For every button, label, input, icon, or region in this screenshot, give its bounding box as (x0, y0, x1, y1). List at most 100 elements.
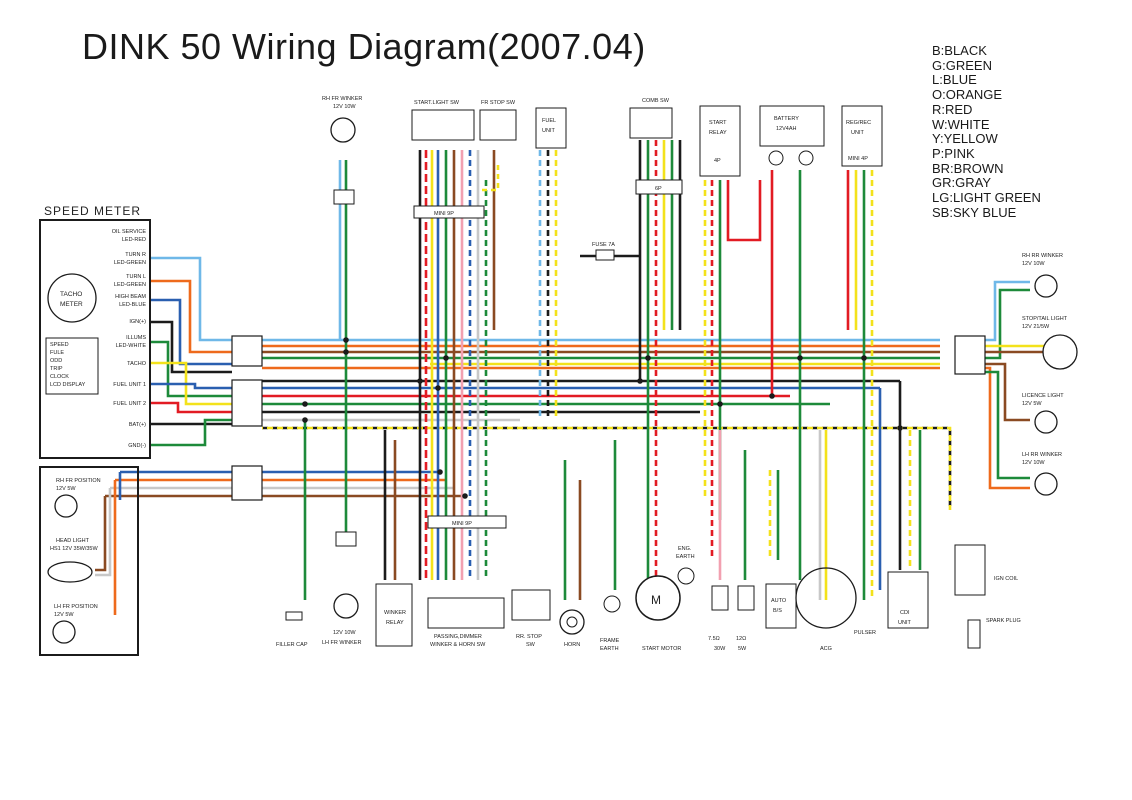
horn-symbol (559, 609, 585, 635)
lh-fr-position-spec: 12V 5W (54, 612, 74, 618)
junction-dot (637, 378, 643, 384)
legend-entry: R:RED (932, 101, 973, 117)
rh-fr-position-bulb (54, 494, 78, 518)
ign-coil-label: IGN COIL (994, 576, 1018, 582)
winker-relay-label-1: WINKER (384, 610, 406, 616)
connector-left-3 (231, 465, 263, 501)
start-light-sw-label: START.LIGHT SW (414, 100, 460, 106)
filler-cap-symbol (285, 611, 303, 621)
cdi-unit-box (887, 571, 929, 629)
auto-bs-label-1: AUTO (771, 598, 787, 604)
front-lights-frame (39, 466, 139, 656)
pin-label: TACHO (127, 361, 147, 367)
legend-entry: SB:SKY BLUE (932, 204, 1017, 220)
fuel-unit-box (535, 107, 567, 149)
pin-label: ILLUMS (126, 335, 146, 341)
rh-fr-position-spec: 12V 5W (56, 486, 76, 492)
rr-stop-label-1: RR. STOP (516, 634, 542, 640)
auto-bs-label-2: B/S (773, 608, 782, 614)
color-legend: B:BLACK G:GREEN L:BLUE O:ORANGE R:RED W:… (932, 43, 1041, 220)
connector-left-1 (231, 335, 263, 367)
legend-entry: B:BLACK (932, 43, 987, 58)
pin-label: IGN(+) (129, 319, 146, 325)
legend-entry: G:GREEN (932, 57, 992, 73)
acg-symbol (795, 567, 857, 629)
junction-dot (302, 401, 308, 407)
lh-fr-winker-plug (335, 531, 357, 547)
resistor-label: 12Ω (736, 636, 746, 642)
speed-meter: SPEED METER TACHO METER SPEED FULE ODD T… (39, 204, 151, 459)
top-components: RH FR WINKER 12V 10W START.LIGHT SW FR S… (322, 96, 883, 529)
wire-fr-stop-dash (482, 165, 500, 192)
display-item: CLOCK (50, 374, 69, 380)
fr-stop-switch (479, 109, 517, 141)
lh-rr-winker-spec: 12V 10W (1022, 460, 1045, 466)
junction-dot (343, 337, 349, 343)
junction-dot (645, 355, 651, 361)
pin-label: LED-GREEN (114, 260, 146, 266)
fuel-unit-label-2: UNIT (542, 128, 555, 134)
pin-label: TURN R (125, 252, 146, 258)
lh-fr-position-bulb (52, 620, 76, 644)
wire-by-ign (150, 320, 232, 374)
start-motor-symbol (635, 575, 681, 621)
resistor-12 (737, 585, 755, 611)
start-relay-label-2: RELAY (709, 130, 727, 136)
tacho-meter-gauge (47, 273, 97, 323)
spark-plug-label: SPARK PLUG (986, 618, 1021, 624)
wire-fuel1 (150, 382, 232, 390)
junction-dot (343, 349, 349, 355)
frame-earth-label-1: FRAME (600, 638, 620, 644)
wire-layer (95, 140, 1045, 615)
head-light-spec: HS1 12V 35W/35W (50, 546, 98, 552)
lh-fr-winker-spec: 12V 10W (333, 630, 356, 636)
left-connectors (231, 335, 986, 501)
wire-head2 (95, 488, 112, 577)
wire-blue-high-beam (150, 298, 232, 366)
legend-entry: P:PINK (932, 145, 975, 161)
junction-dot (861, 355, 867, 361)
lh-rr-winker-label: LH RR WINKER (1022, 452, 1062, 458)
lh-fr-winker-label: LH FR WINKER (322, 640, 361, 646)
rear-lamps: RH RR WINKER 12V 10W STOP/TAIL LIGHT 12V… (1022, 253, 1078, 496)
wire-relay-4 (726, 180, 762, 242)
rh-rr-winker-label: RH RR WINKER (1022, 253, 1063, 259)
display-item: TRIP (50, 366, 63, 372)
rh-fr-winker-label: RH FR WINKER (322, 96, 362, 102)
passing-sw-label-1: PASSING,DIMMER (434, 634, 482, 640)
battery-label: BATTERY (774, 116, 799, 122)
wire-fuel2 (150, 401, 232, 414)
battery-terminal-neg (798, 150, 814, 166)
junction-dot (443, 355, 449, 361)
pin-label: LED-WHITE (116, 343, 147, 349)
rh-fr-winker-plug (333, 189, 355, 205)
reg-rec-label-2: UNIT (851, 130, 864, 136)
mini-9p-bottom (427, 515, 507, 529)
pin-label: FUEL UNIT 1 (113, 382, 146, 388)
start-motor-m: M (651, 593, 662, 607)
pin-label: LED-RED (122, 237, 146, 243)
junction-dot (717, 401, 723, 407)
wire-rr-green (985, 288, 1030, 360)
pin-label: FUEL UNIT 2 (113, 401, 146, 407)
display-item: SPEED (50, 342, 69, 348)
rh-fr-position-label: RH FR POSITION (56, 478, 101, 484)
start-relay-4p: 4P (714, 158, 721, 164)
lcd-display-box (45, 337, 99, 395)
horn-inner (566, 616, 578, 628)
cdi-label-1: CDI (900, 610, 910, 616)
wire-lh-orange (985, 366, 1030, 490)
pin-label: HIGH BEAM (115, 294, 146, 300)
legend-entry: BR:BROWN (932, 160, 1004, 176)
eng-earth-symbol (677, 567, 695, 585)
stop-tail-label: STOP/TAIL LIGHT (1022, 316, 1068, 322)
passing-switch-box (427, 597, 505, 629)
comb-switch (629, 107, 673, 139)
comb-sw-label: COMB SW (642, 98, 670, 104)
start-light-switch (411, 109, 475, 141)
wire-main-yellow-dash (262, 426, 952, 510)
pin-label: LED-GREEN (114, 282, 146, 288)
display-item: ODD (50, 358, 62, 364)
acg-label: ACG (820, 646, 832, 652)
